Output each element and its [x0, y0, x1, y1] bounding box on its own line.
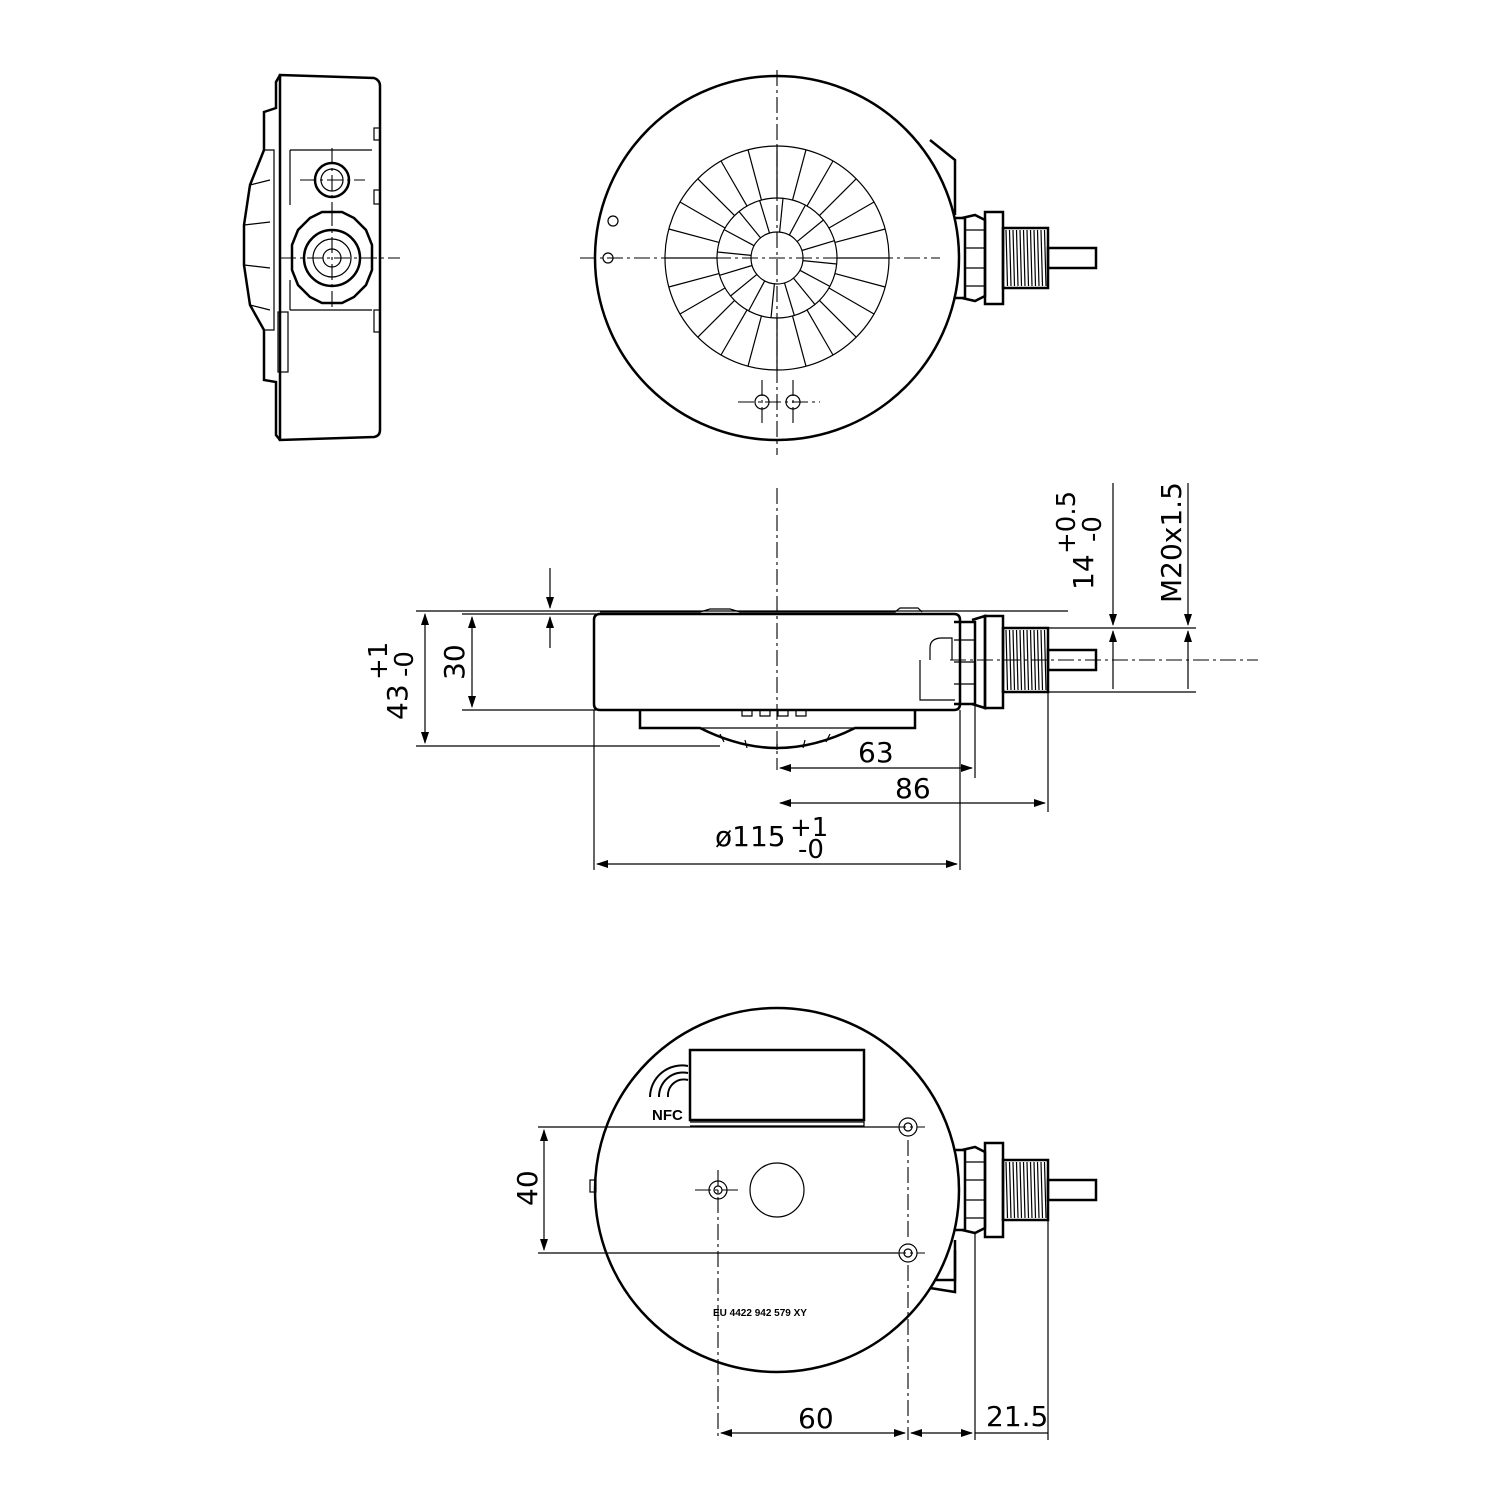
svg-text:-0: -0 — [1078, 516, 1108, 542]
top-view — [580, 70, 1098, 455]
dim-thread-length: 14 +0.5 -0 — [1052, 491, 1108, 590]
svg-text:ø115: ø115 — [715, 820, 786, 853]
cable-gland-bottom — [955, 1141, 1098, 1239]
nfc-icon — [649, 1064, 689, 1098]
cable-gland-front — [954, 614, 1098, 710]
svg-text:+1: +1 — [790, 813, 828, 843]
dim-thread: M20x1.5 — [1155, 482, 1188, 603]
dim-diameter: ø115 +1 -0 — [715, 813, 828, 865]
svg-text:43: 43 — [381, 684, 414, 720]
side-view — [242, 73, 400, 442]
dim-body-height: 30 — [438, 644, 471, 680]
nfc-label: NFC — [652, 1107, 683, 1124]
dim-offset-86: 86 — [895, 772, 931, 805]
svg-text:+0.5: +0.5 — [1052, 491, 1082, 554]
svg-text:-0: -0 — [390, 651, 420, 677]
dim-hole-spacing-vertical: 40 — [511, 1170, 544, 1206]
svg-text:14: 14 — [1067, 554, 1100, 590]
dim-height-total: 43 +1 -0 — [364, 642, 420, 720]
bottom-view — [538, 1006, 1098, 1440]
part-number-label: EU 4422 942 579 XY — [713, 1308, 807, 1319]
cable-gland-top — [955, 210, 1098, 306]
dim-offset-63: 63 — [858, 736, 894, 769]
front-view — [416, 483, 1258, 870]
svg-text:+1: +1 — [364, 642, 394, 680]
svg-text:-0: -0 — [798, 835, 824, 865]
dim-hole-spacing-horizontal: 60 — [798, 1402, 834, 1435]
dim-gland-offset: 21.5 — [986, 1400, 1048, 1433]
